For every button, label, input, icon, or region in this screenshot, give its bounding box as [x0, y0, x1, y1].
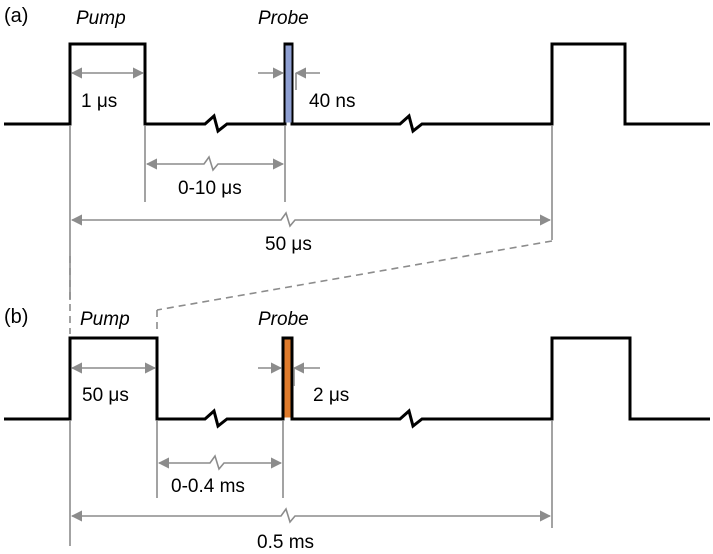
panel-a-probe-width: 40 ns [309, 91, 355, 112]
panel-b-probe-label: Probe [258, 309, 309, 330]
panel-b-pump-width: 50 μs [82, 385, 129, 406]
panel-b-period-arrow [70, 507, 552, 524]
zoom-connector-right [156, 240, 553, 311]
panel-b-pump-label: Pump [80, 309, 130, 330]
panel-a-period-arrow [70, 211, 552, 228]
panel-b-delay-arrow [157, 454, 283, 471]
panel-a-pump-label: Pump [76, 8, 126, 29]
panel-b-period: 0.5 ms [257, 532, 314, 553]
panel-a-delay-arrow [145, 155, 285, 172]
panel-b-probe-pulse [284, 339, 291, 418]
panel-b-baseline [4, 336, 710, 429]
panel-a-tag: (a) [4, 5, 28, 27]
panel-b-tag: (b) [4, 306, 28, 328]
panel-a-pump-width: 1 μs [81, 91, 117, 112]
panel-a-period: 50 μs [265, 234, 312, 255]
panel-a-probe-label: Probe [258, 8, 309, 29]
panel-a-baseline [4, 42, 710, 134]
panel-b-delay: 0-0.4 ms [171, 476, 245, 497]
panel-b-probe-width: 2 μs [313, 385, 349, 406]
panel-b: (b) Pump Probe 50 μs 2 μs 0-0.4 ms 0.5 m… [4, 306, 710, 553]
panel-a: (a) Pump Probe 1 μs 40 ns 0-10 μs 50 μs [4, 5, 710, 300]
panel-a-delay: 0-10 μs [178, 178, 242, 199]
panel-a-probe-pulse [285, 45, 292, 123]
